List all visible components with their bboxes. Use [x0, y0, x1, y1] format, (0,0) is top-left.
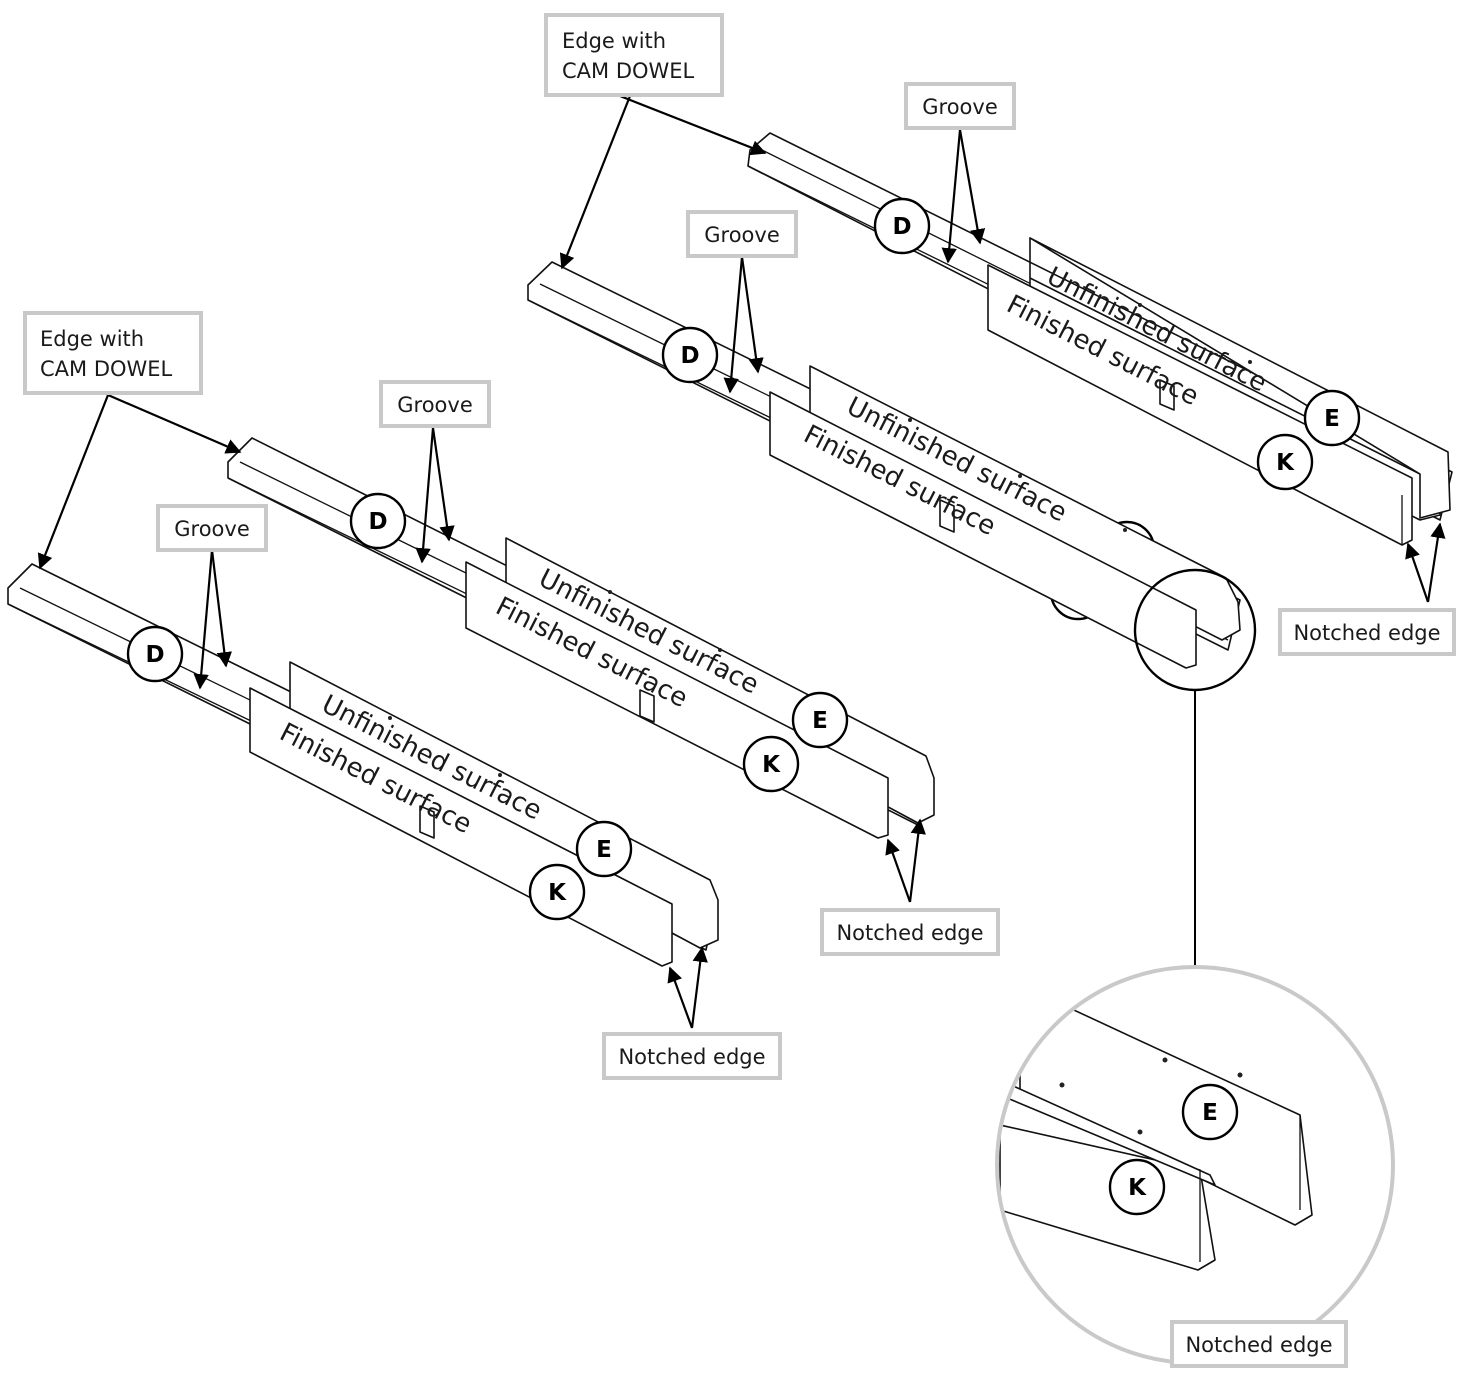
svg-text:Groove: Groove — [922, 95, 998, 119]
part-e-callout: E — [575, 820, 633, 878]
leader-lines — [37, 94, 1446, 1317]
svg-text:D: D — [145, 642, 164, 668]
label-groove-left2: Groove — [156, 504, 268, 552]
svg-text:Notched edge: Notched edge — [1293, 621, 1440, 645]
part-d-callout: D — [873, 197, 931, 255]
panel-k-mid — [769, 391, 1197, 669]
part-d-callout: D — [126, 625, 184, 683]
part-d-callout: D — [661, 326, 719, 384]
part-k-callout: K — [528, 863, 586, 921]
label-edge-cam-dowel-left: Edge with CAM DOWEL — [23, 311, 203, 395]
svg-text:Notched edge: Notched edge — [618, 1045, 765, 1069]
part-e-callout: E — [1303, 389, 1361, 447]
label-notched-edge-3: Notched edge — [602, 1032, 782, 1080]
svg-text:Notched edge: Notched edge — [836, 921, 983, 945]
label-groove-top: Groove — [904, 82, 1016, 130]
svg-text:K: K — [1128, 1175, 1147, 1201]
zoom-detail: E K — [995, 965, 1395, 1365]
svg-text:Edge with: Edge with — [562, 29, 666, 53]
svg-text:Groove: Groove — [397, 393, 473, 417]
label-edge-cam-dowel-top: Edge with CAM DOWEL — [544, 13, 724, 97]
svg-text:E: E — [1324, 406, 1340, 432]
svg-text:K: K — [1276, 450, 1295, 476]
rail-set-bottom-left: Unfinished surface Finished surface Unfi… — [7, 437, 935, 967]
svg-text:Notched edge: Notched edge — [1185, 1333, 1332, 1357]
svg-text:K: K — [548, 880, 567, 906]
svg-text:CAM DOWEL: CAM DOWEL — [562, 59, 695, 83]
zoom-source-circle — [1133, 568, 1257, 692]
svg-text:CAM DOWEL: CAM DOWEL — [40, 357, 173, 381]
label-groove-top2: Groove — [686, 210, 798, 258]
part-k-callout: K — [1256, 433, 1314, 491]
part-e-callout: E — [791, 691, 849, 749]
svg-text:D: D — [368, 509, 387, 535]
svg-text:K: K — [762, 752, 781, 778]
label-notched-edge-2: Notched edge — [820, 908, 1000, 956]
part-k-callout: K — [1108, 1158, 1166, 1216]
svg-text:Edge with: Edge with — [40, 327, 144, 351]
svg-text:E: E — [812, 708, 828, 734]
label-notched-edge-4: Notched edge — [1170, 1320, 1348, 1368]
svg-text:E: E — [1202, 1100, 1218, 1126]
svg-text:D: D — [892, 214, 911, 240]
part-k-callout: K — [742, 735, 800, 793]
svg-text:D: D — [680, 343, 699, 369]
svg-text:E: E — [596, 837, 612, 863]
part-d-callout: D — [349, 492, 407, 550]
label-notched-edge-1: Notched edge — [1278, 608, 1456, 656]
svg-text:Groove: Groove — [704, 223, 780, 247]
label-groove-left: Groove — [379, 380, 491, 428]
svg-text:Groove: Groove — [174, 517, 250, 541]
part-e-callout: E — [1181, 1083, 1239, 1141]
rail-set-top-right: Unfinished surface Finished surface D D … — [527, 132, 1453, 669]
